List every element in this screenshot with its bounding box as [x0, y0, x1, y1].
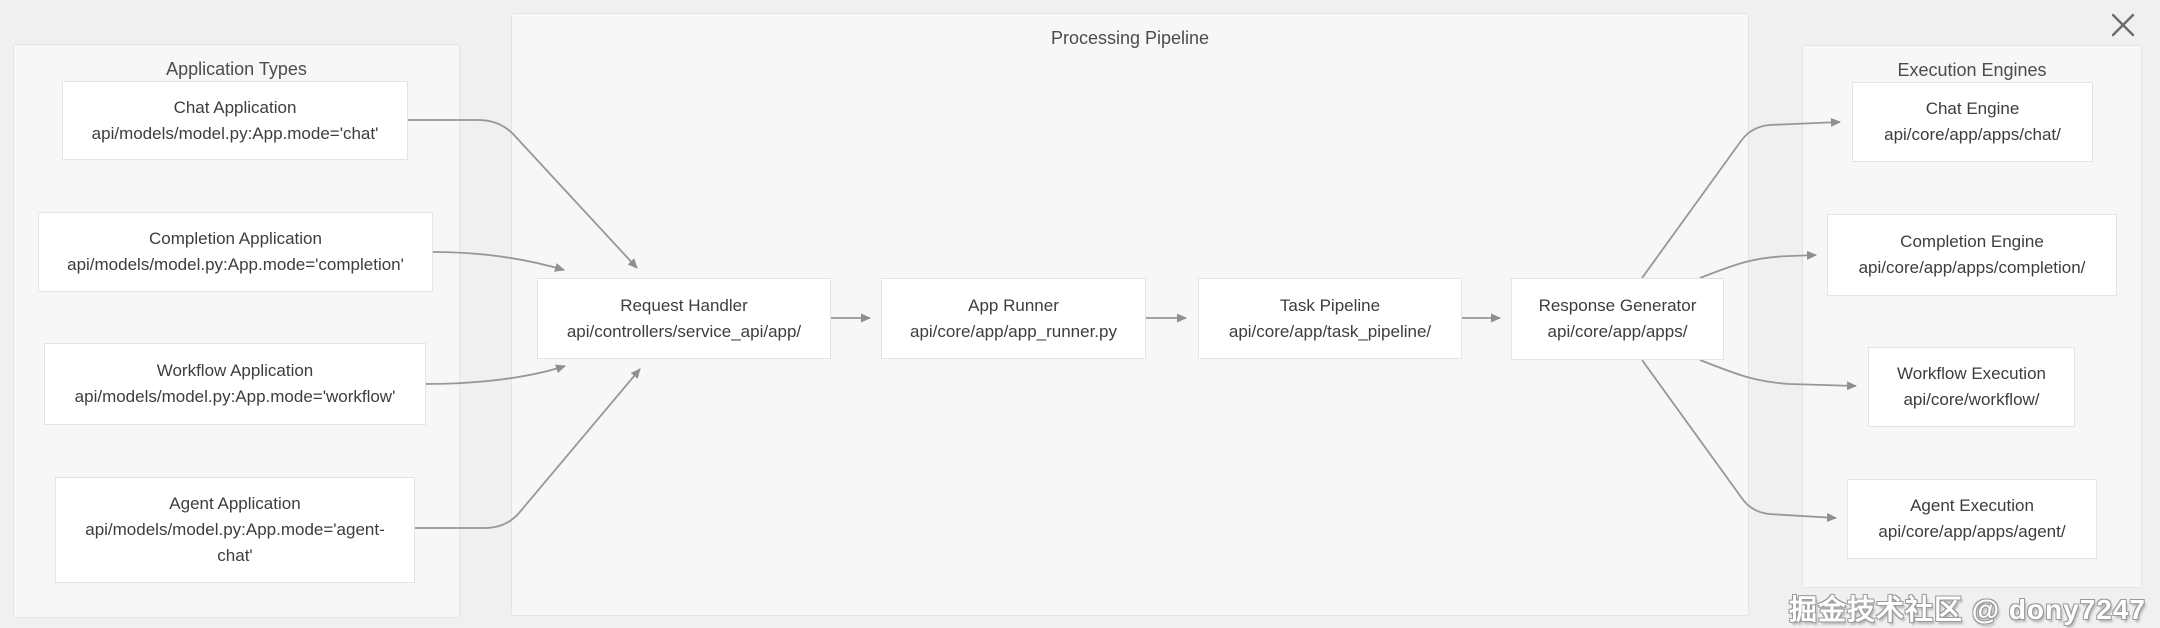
- node-workflow-execution-title: Workflow Execution: [1897, 364, 2046, 383]
- node-completion-engine-path: api/core/app/apps/completion/: [1858, 258, 2086, 277]
- node-chat-application-path: api/models/model.py:App.mode='chat': [91, 123, 379, 143]
- edge-response-generator-to-workflow-execution: [1699, 359, 1857, 391]
- node-task-pipeline-title: Task Pipeline: [1279, 295, 1381, 315]
- node-request-handler: Request Handler api/controllers/service_…: [537, 278, 831, 359]
- node-agent-application-title: Agent Application: [169, 494, 301, 513]
- node-agent-execution: Agent Execution api/core/app/apps/agent/: [1847, 479, 2097, 559]
- node-chat-engine-title: Chat Engine: [1925, 99, 2020, 118]
- node-completion-application: Completion Application api/models/model.…: [38, 212, 433, 292]
- node-completion-engine-title: Completion Engine: [1900, 232, 2044, 251]
- node-chat-application-title: Chat Application: [173, 97, 297, 117]
- close-button[interactable]: [2106, 8, 2140, 42]
- node-response-generator: Response Generator api/core/app/apps/: [1511, 278, 1724, 360]
- panel-title-processing-pipeline: Processing Pipeline: [1050, 28, 1210, 48]
- node-chat-application: Chat Application api/models/model.py:App…: [62, 81, 408, 160]
- node-completion-application-path: api/models/model.py:App.mode='completion…: [67, 255, 404, 274]
- node-chat-engine-path: api/core/app/apps/chat/: [1884, 125, 2061, 144]
- edge-agent-app-to-request-handler: [415, 368, 641, 529]
- panel-title-execution-engines: Execution Engines: [1897, 60, 2047, 80]
- node-app-runner-path: api/core/app/app_runner.py: [910, 321, 1117, 341]
- node-app-runner-title: App Runner: [968, 295, 1059, 315]
- watermark-text: 掘金技术社区 @ dony7247: [1788, 594, 2146, 625]
- node-task-pipeline-path: api/core/app/task_pipeline/: [1228, 321, 1432, 341]
- edge-response-generator-to-chat-engine: [1641, 117, 1841, 279]
- node-chat-engine: Chat Engine api/core/app/apps/chat/: [1852, 82, 2093, 162]
- node-agent-application-path: api/models/model.py:App.mode='agent-chat…: [85, 520, 385, 565]
- node-request-handler-path: api/controllers/service_api/app/: [566, 321, 802, 341]
- node-workflow-application-path: api/models/model.py:App.mode='workflow': [74, 387, 396, 406]
- node-response-generator-path: api/core/app/apps/: [1547, 322, 1688, 341]
- close-icon: [2111, 13, 2135, 37]
- edge-chat-app-to-request-handler: [408, 119, 638, 269]
- node-task-pipeline: Task Pipeline api/core/app/task_pipeline…: [1198, 278, 1462, 359]
- node-request-handler-title: Request Handler: [620, 295, 748, 315]
- node-agent-execution-title: Agent Execution: [1910, 496, 2034, 515]
- node-workflow-application-title: Workflow Application: [156, 361, 314, 380]
- edge-workflow-app-to-request-handler: [425, 364, 566, 385]
- node-completion-engine: Completion Engine api/core/app/apps/comp…: [1827, 214, 2117, 296]
- node-workflow-application: Workflow Application api/models/model.py…: [44, 343, 426, 425]
- node-workflow-execution-path: api/core/workflow/: [1903, 390, 2040, 409]
- node-response-generator-title: Response Generator: [1538, 296, 1697, 315]
- node-workflow-execution: Workflow Execution api/core/workflow/: [1868, 347, 2075, 427]
- node-app-runner: App Runner api/core/app/app_runner.py: [881, 278, 1146, 359]
- edge-completion-app-to-request-handler: [432, 251, 565, 272]
- node-completion-application-title: Completion Application: [149, 229, 322, 248]
- panel-title-application-types: Application Types: [166, 59, 307, 79]
- edge-response-generator-to-completion-engine: [1699, 250, 1817, 279]
- edge-response-generator-to-agent-execution: [1641, 359, 1837, 522]
- node-agent-execution-path: api/core/app/apps/agent/: [1878, 522, 2066, 541]
- node-agent-application: Agent Application api/models/model.py:Ap…: [55, 477, 415, 583]
